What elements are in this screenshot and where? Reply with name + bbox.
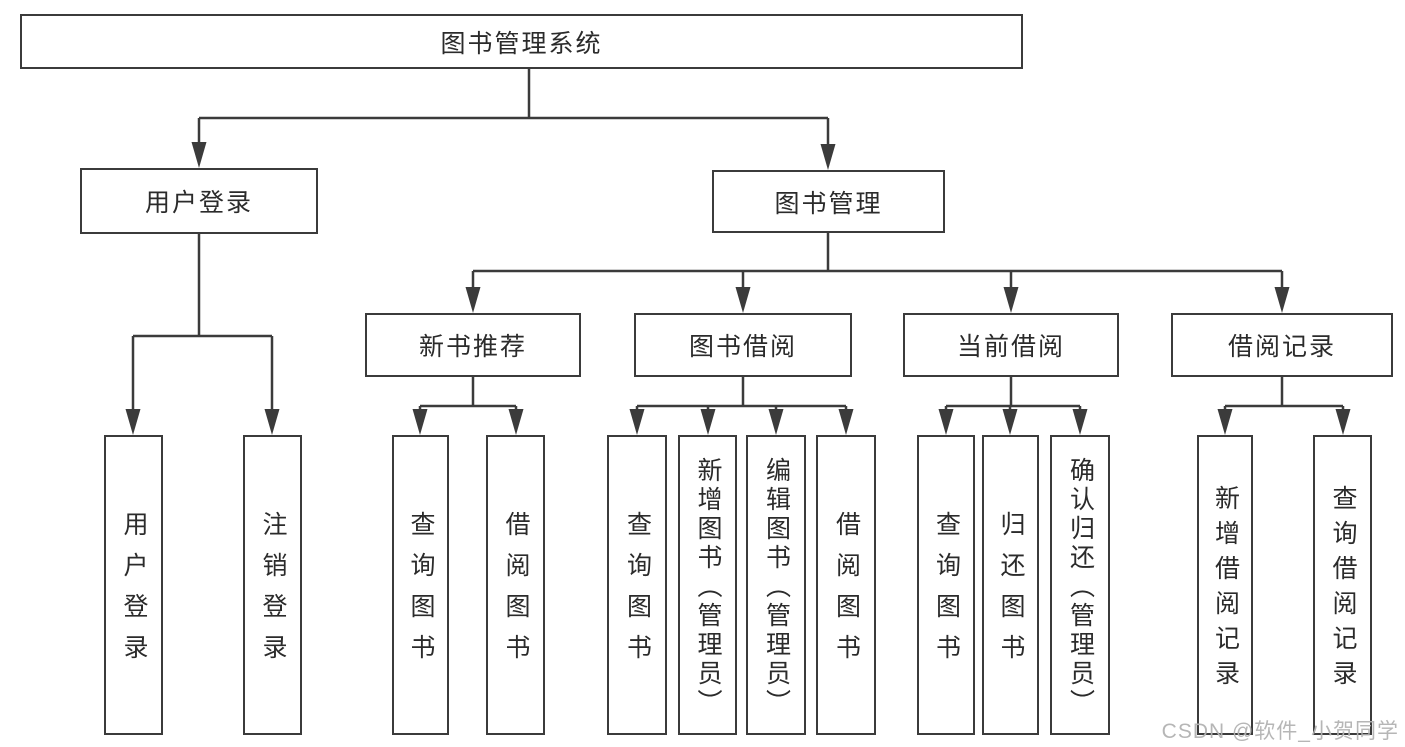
node-label: 查询图书: [407, 511, 435, 675]
csdn-watermark: CSDN @软件_小贺同学: [1161, 720, 1399, 743]
node-label: 注销登录: [259, 511, 287, 675]
node-new-book-recommend: 新书推荐: [365, 313, 581, 377]
node-current-borrowing: 当前借阅: [903, 313, 1119, 377]
node-leaf-current-return-books: 归还图书: [982, 435, 1039, 735]
node-user-login: 用户登录: [80, 168, 318, 234]
node-label: 查询图书: [623, 511, 652, 675]
node-label: 编辑图书（管理员）: [762, 456, 791, 718]
node-label: 借阅记录: [1227, 333, 1336, 361]
node-leaf-borrowing-add-books: 新增图书（管理员）: [678, 435, 737, 735]
node-label: 用户登录: [144, 189, 253, 217]
node-label: 借阅图书: [502, 511, 530, 675]
node-leaf-logout: 注销登录: [243, 435, 302, 735]
node-label: 图书借阅: [688, 333, 797, 361]
node-label: 归还图书: [997, 511, 1025, 675]
node-leaf-borrowing-borrow-books: 借阅图书: [816, 435, 876, 735]
node-label: 查询借阅记录: [1329, 485, 1357, 695]
node-label: 当前借阅: [956, 333, 1065, 361]
node-leaf-user-login: 用户登录: [104, 435, 163, 735]
node-leaf-recommend-query-books: 查询图书: [392, 435, 449, 735]
node-label: 新增图书（管理员）: [694, 456, 722, 718]
node-label: 图书管理系统: [440, 29, 603, 58]
node-book-borrowing: 图书借阅: [634, 313, 852, 377]
node-borrowing-records: 借阅记录: [1171, 313, 1393, 377]
node-label: 查询图书: [932, 511, 961, 675]
node-library-management-system: 图书管理系统: [20, 14, 1023, 69]
node-leaf-recommend-borrow-books: 借阅图书: [486, 435, 545, 735]
node-label: 借阅图书: [832, 511, 861, 675]
node-leaf-records-add-record: 新增借阅记录: [1197, 435, 1253, 735]
node-label: 新书推荐: [418, 333, 527, 361]
node-leaf-records-query-record: 查询借阅记录: [1313, 435, 1372, 735]
node-leaf-current-query-books: 查询图书: [917, 435, 975, 735]
node-label: 新增借阅记录: [1211, 485, 1240, 695]
node-label: 确认归还（管理员）: [1066, 456, 1095, 718]
node-leaf-borrowing-query-books: 查询图书: [607, 435, 667, 735]
node-leaf-current-confirm-return: 确认归还（管理员）: [1050, 435, 1110, 735]
node-leaf-borrowing-edit-books: 编辑图书（管理员）: [746, 435, 806, 735]
node-book-management: 图书管理: [712, 170, 945, 233]
node-label: 用户登录: [120, 511, 148, 675]
node-label: 图书管理: [774, 189, 883, 218]
